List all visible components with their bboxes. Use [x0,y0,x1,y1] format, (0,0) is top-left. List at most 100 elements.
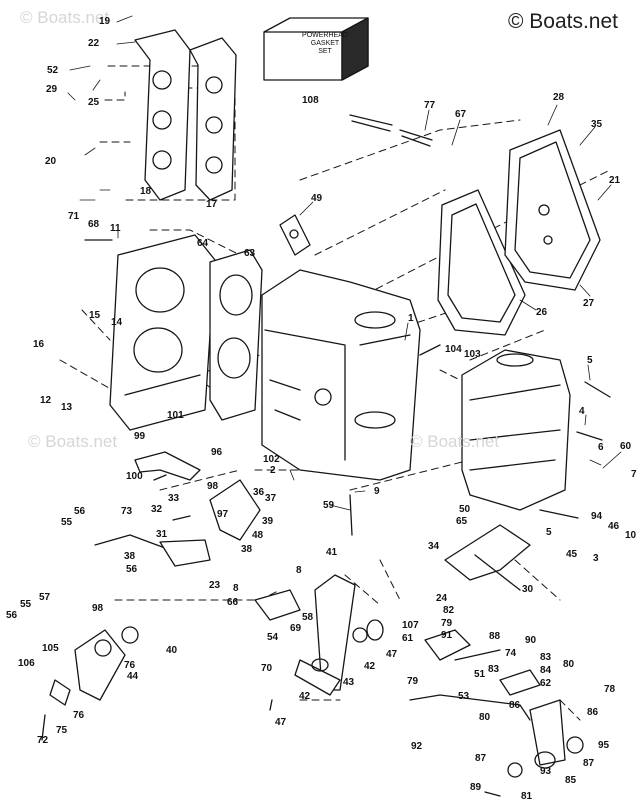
callout-101: 101 [167,410,184,421]
callout-3: 3 [593,553,599,564]
callout-76-lower: 76 [73,710,85,721]
callout-87-left: 87 [475,753,487,764]
callout-8-left: 8 [233,583,239,594]
callout-56-middle: 56 [126,564,138,575]
callout-13: 13 [61,402,73,413]
callout-83-upper: 83 [540,652,552,663]
callout-77: 77 [424,100,436,111]
callout-25: 25 [88,97,100,108]
callout-1: 1 [408,313,414,324]
callout-88: 88 [489,631,501,642]
intake-cover-plate [504,129,601,291]
callout-84: 84 [540,665,552,676]
callout-20: 20 [45,156,57,167]
cylinder-block [261,214,421,481]
callout-24: 24 [436,593,448,604]
callout-31: 31 [156,529,168,540]
callout-47-upper: 47 [386,649,398,660]
callout-99: 99 [134,431,146,442]
boats-net-brand: © Boats.net [507,10,618,33]
callout-38-right: 38 [241,544,253,555]
callout-11: 11 [110,223,121,234]
callout-10: 10 [625,530,637,541]
callout-33: 33 [168,493,180,504]
callout-45: 45 [566,549,578,560]
callout-28: 28 [553,92,565,103]
callout-106: 106 [18,658,35,669]
callout-75: 75 [56,725,68,736]
callout-80-left: 80 [479,712,491,723]
callout-82: 82 [443,605,455,616]
callout-7: 7 [631,469,637,480]
watermark-middle-right: © Boats.net [410,432,500,451]
callout-15: 15 [89,310,101,321]
watermark-top-left: © Boats.net [20,8,110,27]
callout-50: 50 [459,504,471,515]
callout-52: 52 [47,65,59,76]
callout-65: 65 [456,516,468,527]
callout-29: 29 [46,84,58,95]
callout-46: 46 [608,521,620,532]
intake-gasket [437,189,526,336]
callout-42-upper: 42 [364,661,376,672]
callout-76-upper: 76 [124,660,136,671]
callout-5-upper: 5 [587,355,593,366]
callout-85: 85 [565,775,577,786]
cylinder-head-cover [134,29,191,201]
callout-107: 107 [402,620,419,631]
callout-73: 73 [121,506,133,517]
crankcase [461,349,571,511]
callout-56-lower: 56 [6,610,18,621]
callout-108: 108 [302,95,319,106]
callout-17: 17 [206,199,218,210]
callout-67: 67 [455,109,467,120]
callout-71: 71 [68,211,80,222]
gasket-set-line-2: GASKET [310,40,340,47]
gasket-set-label: POWERHEAD GASKET SET [289,32,361,56]
callout-105: 105 [42,643,59,654]
callout-57: 57 [39,592,51,603]
callout-96: 96 [211,447,223,458]
callout-39: 39 [262,516,274,527]
callout-79-upper: 79 [441,618,453,629]
watermark-middle-left: © Boats.net [28,432,118,451]
callout-19: 19 [99,16,111,27]
callout-91: 91 [441,630,453,641]
callout-69: 69 [290,623,302,634]
callout-54: 54 [267,632,279,643]
callout-22: 22 [88,38,100,49]
callout-48: 48 [252,530,264,541]
callout-36: 36 [253,487,265,498]
callout-60: 60 [620,441,632,452]
callout-78: 78 [604,684,616,695]
head-gasket [209,249,263,421]
callout-94: 94 [591,511,603,522]
throttle-linkage [49,451,384,706]
rods [349,114,433,147]
callout-104: 104 [445,344,462,355]
callout-80-right: 80 [563,659,575,670]
callout-47-lower: 47 [275,717,287,728]
callout-leader-lines [67,15,622,511]
callout-6: 6 [598,442,604,453]
callout-44: 44 [127,671,139,682]
callout-14: 14 [111,317,123,328]
callout-38-left: 38 [124,551,136,562]
callout-74: 74 [505,648,517,659]
bolts [41,239,611,797]
callout-21: 21 [609,175,621,186]
callout-64: 64 [197,238,209,249]
callout-83-lower: 83 [488,664,500,675]
callout-68: 68 [88,219,100,230]
callout-87-right: 87 [583,758,595,769]
callout-102: 102 [263,454,280,465]
callout-49: 49 [311,193,323,204]
callout-97: 97 [217,509,229,520]
callout-43: 43 [343,677,355,688]
callout-30: 30 [522,584,534,595]
callout-59: 59 [323,500,335,511]
powerhead-gasket-set-box [263,17,369,81]
gasket-set-line-3: SET [318,48,332,55]
callout-103: 103 [464,349,481,360]
